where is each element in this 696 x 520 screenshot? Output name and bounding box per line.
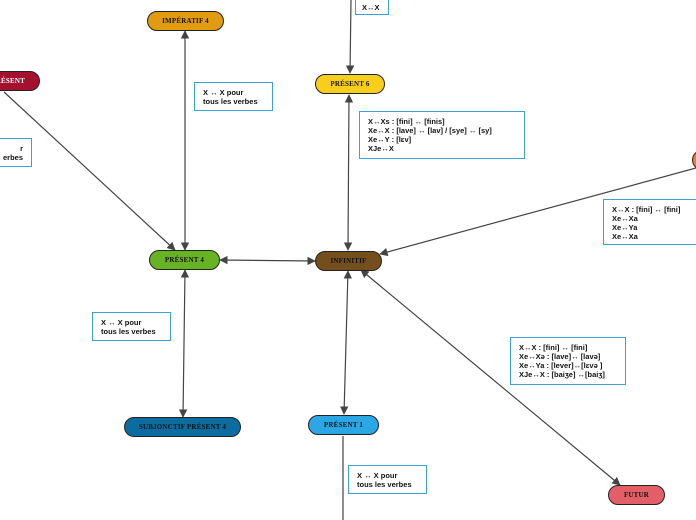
node-label: IMPÉRATIF 4: [162, 17, 209, 25]
note-line: XJe↔X: [368, 144, 394, 153]
edge-infinitif-present1: [340, 270, 352, 415]
node-label: SUBJONCTIF PRÉSENT 4: [138, 423, 227, 431]
note-line: erbes: [2, 153, 23, 162]
node-subjonctif-present-4[interactable]: SUBJONCTIF PRÉSENT 4: [124, 417, 241, 437]
note-line: X↔Xs : [fini] ↔ [finis]: [368, 117, 445, 126]
edge-present4-subjonctif: [178, 269, 190, 418]
note-line: Xe↔Xə : [lave]↔ [lavə]: [519, 352, 601, 361]
note-line: Xe↔Ya: [612, 223, 638, 232]
edge-present4-infinitif: [219, 255, 316, 266]
note-line: X ↔ X pour: [203, 88, 244, 97]
node-label: PRÉSENT: [0, 77, 25, 85]
note-line: tous les verbes: [101, 327, 156, 336]
note-top: X↔X: [355, 0, 389, 15]
note-line: XJe↔X : [baiʒe] ↔[baiʒ]: [519, 370, 605, 379]
note-line: r: [20, 144, 23, 153]
node-present-left[interactable]: PRÉSENT: [0, 71, 40, 91]
node-label: INFINITIF: [330, 257, 367, 265]
node-present-4[interactable]: PRÉSENT 4: [149, 250, 220, 270]
edge-infinitif-futur: [360, 269, 621, 486]
node-infinitif[interactable]: INFINITIF: [315, 251, 382, 271]
note-line: X↔X: [362, 3, 380, 12]
note-present6: X↔Xs : [fini] ↔ [finis]Xe↔X : [lave] ↔ […: [359, 111, 525, 159]
note-line: Xe↔Y : [lɛv]: [368, 135, 412, 144]
note-line: X↔X : [fini] ↔ [fini]: [519, 343, 588, 352]
node-label: PRÉSENT 4: [164, 256, 205, 264]
edge-right-infinitif: [379, 167, 696, 257]
node-label: PRÉSENT 6: [330, 80, 370, 88]
note-line: Xe↔Xa: [612, 232, 638, 241]
note-futur: X↔X : [fini] ↔ [fini]Xe↔Xə : [lave]↔ [la…: [510, 337, 626, 385]
note-line: tous les verbes: [203, 97, 258, 106]
note-line: Xe↔Xa: [612, 214, 638, 223]
node-present-6[interactable]: PRÉSENT 6: [315, 74, 385, 94]
node-imperatif-4[interactable]: IMPÉRATIF 4: [147, 11, 224, 31]
note-line: Xe↔Ya : [lever]↔[lɛvə ]: [519, 361, 603, 370]
node-futur[interactable]: FUTUR: [608, 485, 665, 505]
edge-present6-infinitif: [343, 94, 354, 251]
node-present-1[interactable]: PRÉSENT 1: [308, 415, 379, 435]
note-line: X ↔ X pour: [357, 471, 398, 480]
node-label: FUTUR: [623, 491, 650, 499]
edge-top-present6: [345, 0, 355, 74]
note-line: X↔X : [fini] ↔ [fini]: [612, 205, 681, 214]
node-label: PRÉSENT 1: [323, 421, 364, 429]
note-line: Xe↔X : [lave] ↔ [lav] / [sye] ↔ [sy]: [368, 126, 492, 135]
note-line: X ↔ X pour: [101, 318, 142, 327]
note-line: tous les verbes: [357, 480, 412, 489]
edge-present-present4: [3, 91, 176, 251]
